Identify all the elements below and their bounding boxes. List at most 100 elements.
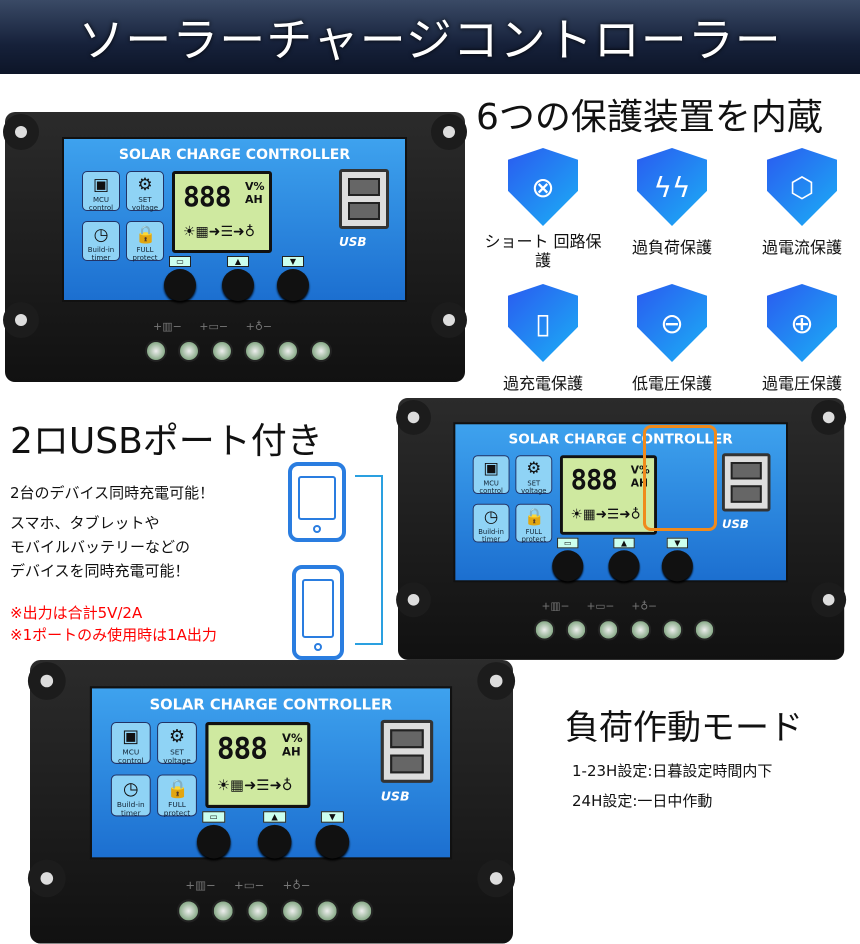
- down-button[interactable]: [661, 550, 693, 582]
- mount-hole: [477, 662, 516, 700]
- gear-icon: ⚙SET voltage: [157, 721, 197, 765]
- usb-label: USB: [380, 789, 410, 804]
- terminal-screw: [597, 619, 620, 641]
- usb-text-1: 2台のデバイス同時充電可能！: [10, 484, 215, 502]
- menu-button[interactable]: [196, 824, 231, 859]
- solar-battery-load-icons: ☀▦➜☰➜♁: [183, 224, 256, 240]
- terminal-screw: [533, 619, 556, 641]
- load-text-2: 24H設定:一日中作動: [572, 792, 713, 810]
- usb-label: USB: [339, 235, 367, 249]
- protection-label: 過充電保護: [502, 374, 583, 393]
- controller-title: SOLAR CHARGE CONTROLLER: [149, 696, 393, 714]
- mcu-chip-icon: ▣MCU control: [110, 721, 151, 765]
- up-key-label: ▲: [263, 811, 287, 823]
- lcd-display: 888 V%AH ☀▦➜☰➜♁: [172, 171, 272, 253]
- controller-title: SOLAR CHARGE CONTROLLER: [118, 147, 351, 163]
- solar-battery-load-icons: ☀▦➜☰➜♁: [570, 506, 641, 523]
- terminal-screw: [145, 340, 167, 362]
- down-button[interactable]: [277, 269, 309, 301]
- page-title: ソーラーチャージコントローラー: [78, 13, 782, 67]
- mount-hole: [477, 859, 516, 898]
- terminal-screw: [310, 340, 332, 362]
- mount-hole: [396, 582, 431, 618]
- mount-hole: [431, 302, 467, 338]
- controller-image-front: SOLAR CHARGE CONTROLLER ▣MCU control ⚙SE…: [3, 112, 467, 382]
- terminal-labels: +▥− +▭− +♁−: [153, 320, 273, 333]
- lcd-display: 888 V%AH ☀▦➜☰➜♁: [559, 455, 657, 535]
- terminal-screw: [661, 619, 684, 641]
- menu-key-label: ▭: [202, 811, 226, 823]
- menu-key-label: ▭: [169, 256, 191, 267]
- lock-network-shield-icon: ⬡: [767, 148, 837, 226]
- down-button[interactable]: [315, 824, 350, 859]
- mcu-chip-icon: ▣MCU control: [82, 171, 120, 212]
- clock-icon: ◷Build-in timer: [472, 503, 510, 544]
- mount-hole: [27, 859, 66, 898]
- terminal-screw: [315, 899, 339, 923]
- terminal-labels: +▥− +▭− +♁−: [185, 878, 311, 893]
- usb-text-4: デバイスを同時充電可能！: [10, 562, 190, 580]
- usb-ports: [339, 169, 389, 229]
- usb-note-1: ※出力は合計5V/2A: [10, 604, 143, 622]
- smartphone-icon: [292, 565, 344, 660]
- title-banner: ソーラーチャージコントローラー: [0, 0, 860, 74]
- lock-icon: 🔒FULL protect: [126, 221, 164, 262]
- terminal-screw: [246, 899, 270, 923]
- lightning-shield-icon: ϟϟ: [637, 148, 707, 226]
- terminal-screw: [277, 340, 299, 362]
- controller-panel: SOLAR CHARGE CONTROLLER ▣MCU control ⚙SE…: [453, 422, 788, 583]
- protection-label: 過電流保護: [761, 238, 842, 257]
- lcd-display: 888 V%AH ☀▦➜☰➜♁: [205, 721, 311, 809]
- controller-title: SOLAR CHARGE CONTROLLER: [508, 431, 733, 448]
- protection-label: 低電圧保護: [631, 374, 712, 393]
- load-text-1: 1-23H設定:日暮設定時間内下: [572, 762, 773, 780]
- usb-text-2: スマホ、タブレットや: [10, 514, 160, 532]
- up-button[interactable]: [222, 269, 254, 301]
- mount-hole: [3, 114, 39, 150]
- mount-hole: [27, 662, 66, 700]
- mcu-chip-icon: ▣MCU control: [472, 455, 510, 495]
- terminal-screw: [178, 340, 200, 362]
- usb-ports: [380, 719, 434, 783]
- terminal-labels: +▥− +▭− +♁−: [541, 599, 658, 613]
- voltage-down-shield-icon: ⊖: [637, 284, 707, 362]
- mount-hole: [811, 582, 847, 618]
- menu-button[interactable]: [552, 550, 584, 582]
- mount-hole: [811, 399, 847, 435]
- terminal-screw: [629, 619, 652, 641]
- protection-label: ショート 回路保護: [484, 232, 602, 270]
- mount-hole: [3, 302, 39, 338]
- tablet-icon: [288, 462, 346, 542]
- gear-icon: ⚙SET voltage: [126, 171, 164, 212]
- terminal-screw: [244, 340, 266, 362]
- battery-broken-shield-icon: ▯: [508, 284, 578, 362]
- lock-icon: 🔒FULL protect: [515, 503, 553, 544]
- terminal-screw: [280, 899, 305, 923]
- up-key-label: ▲: [613, 537, 635, 549]
- controller-panel: SOLAR CHARGE CONTROLLER ▣MCU control ⚙SE…: [89, 686, 453, 860]
- terminal-screw: [350, 899, 374, 923]
- up-button[interactable]: [608, 550, 640, 582]
- controller-panel: SOLAR CHARGE CONTROLLER ▣MCU control ⚙SE…: [62, 137, 407, 302]
- menu-button[interactable]: [164, 269, 196, 301]
- protection-label: 過負荷保護: [631, 238, 712, 257]
- terminal-screw: [211, 340, 233, 362]
- solar-battery-load-icons: ☀▦➜☰➜♁: [216, 777, 293, 795]
- terminal-screw: [693, 619, 716, 641]
- controller-image-angled: SOLAR CHARGE CONTROLLER ▣MCU control ⚙SE…: [396, 398, 847, 660]
- usb-ports: [721, 453, 771, 512]
- usb-note-2: ※1ポートのみ使用時は1A出力: [10, 626, 217, 644]
- down-key-label: ▼: [666, 537, 689, 549]
- connector-line: [355, 475, 383, 645]
- terminal-screw: [177, 899, 201, 923]
- load-heading: 負荷作動モード: [565, 708, 803, 748]
- protection-label: 過電圧保護: [761, 374, 842, 393]
- down-key-label: ▼: [320, 811, 344, 823]
- clock-icon: ◷Build-in timer: [82, 221, 120, 262]
- up-key-label: ▲: [227, 256, 249, 267]
- usb-highlight-box: [643, 425, 717, 531]
- menu-key-label: ▭: [557, 537, 579, 549]
- usb-text-3: モバイルバッテリーなどの: [10, 538, 191, 556]
- mount-hole: [431, 114, 467, 150]
- up-button[interactable]: [257, 824, 292, 859]
